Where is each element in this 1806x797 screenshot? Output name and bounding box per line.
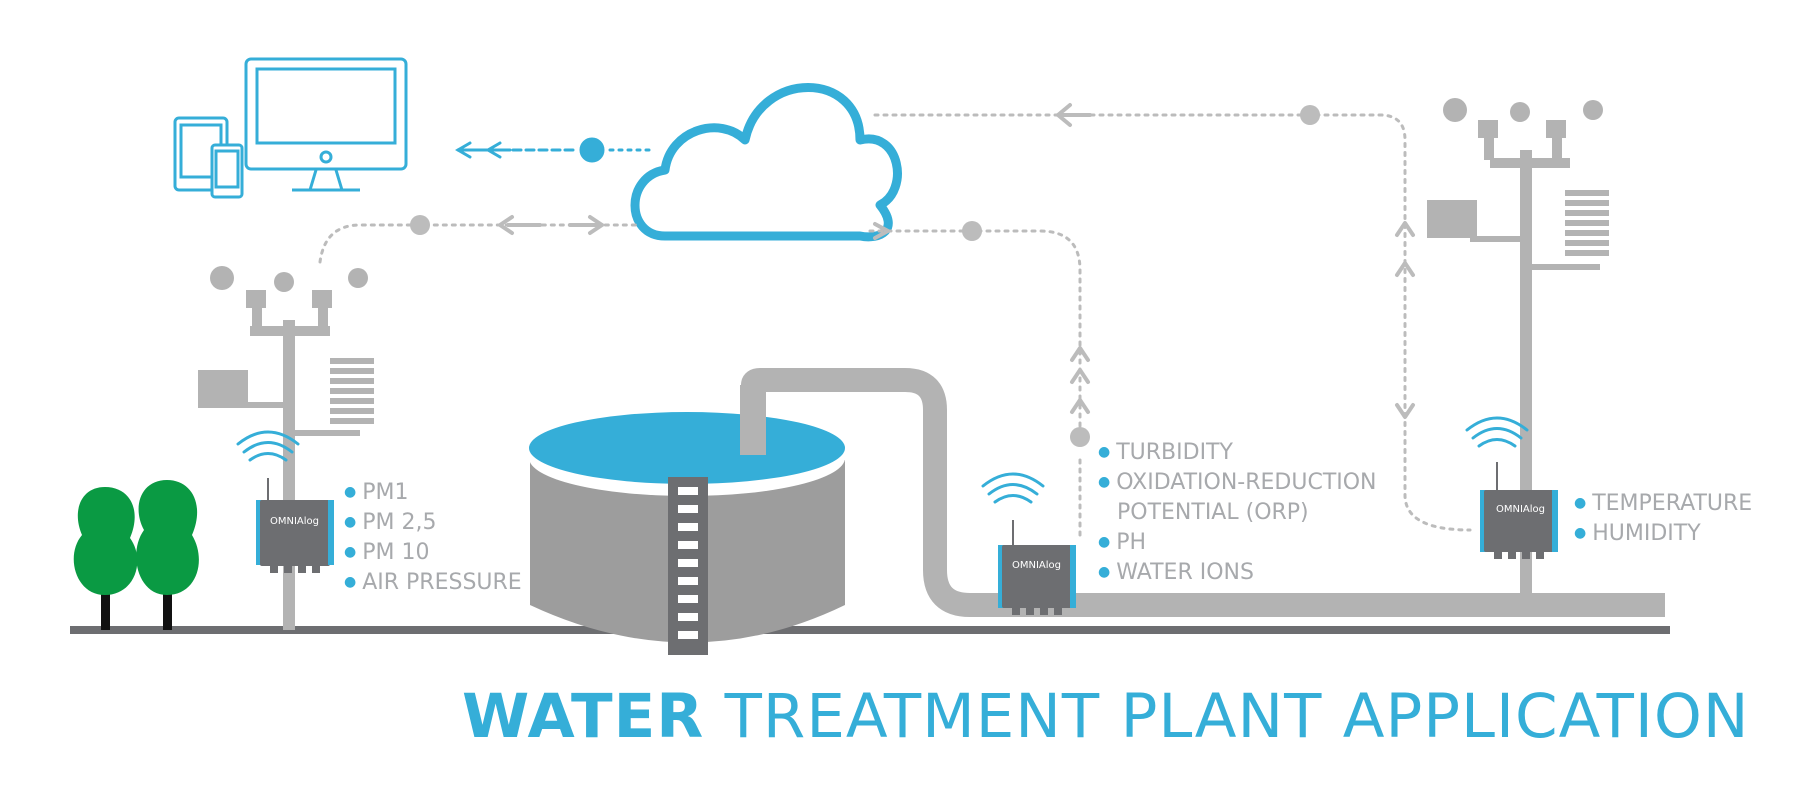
data-logger-icon xyxy=(998,520,1076,615)
sensor-item: ●PH xyxy=(1098,530,1147,555)
sensor-item: ●PM1 xyxy=(344,480,409,505)
wifi-icon xyxy=(236,430,300,462)
sensor-item: ●PM 10 xyxy=(344,540,430,565)
sensor-item: ●TURBIDITY xyxy=(1098,440,1233,465)
sensor-item: ●TEMPERATURE xyxy=(1574,491,1753,516)
sensor-list-water: ●TURBIDITY ●OXIDATION-REDUCTION POTENTIA… xyxy=(1098,442,1377,584)
tree-icon xyxy=(73,487,138,630)
data-logger-icon xyxy=(256,478,334,573)
sensor-list-air: ●PM1 ●PM 2,5 ●PM 10 ●AIR PRESSURE xyxy=(344,482,522,594)
device-brand-label: OMNIAlog xyxy=(1012,560,1061,571)
water-pipe xyxy=(741,368,1665,617)
data-flow-arrow xyxy=(455,137,652,163)
title-rest: TREATMENT PLANT APPLICATION xyxy=(724,681,1750,752)
wifi-icon xyxy=(981,472,1045,504)
title-bold: WATER xyxy=(462,681,705,752)
data-logger-icon xyxy=(1480,462,1558,559)
sensor-item: POTENTIAL (ORP) xyxy=(1117,500,1309,525)
monitor-icon xyxy=(244,57,408,192)
sensor-list-weather: ●TEMPERATURE ●HUMIDITY xyxy=(1574,493,1752,545)
phone-icon xyxy=(210,143,244,199)
device-brand-label: OMNIAlog xyxy=(270,516,319,527)
data-flow-node xyxy=(410,105,1320,447)
sensor-item: ●WATER IONS xyxy=(1098,560,1254,585)
tree-icon xyxy=(136,480,199,630)
wifi-icon xyxy=(1465,416,1529,448)
cloud-icon xyxy=(630,83,902,242)
sensor-item: ●PM 2,5 xyxy=(344,510,437,535)
data-flow-path xyxy=(318,113,1472,542)
sensor-item: ●AIR PRESSURE xyxy=(344,570,522,595)
ground-line xyxy=(70,626,1670,634)
page-title: WATER TREATMENT PLANT APPLICATION xyxy=(462,686,1750,747)
sensor-item: ●HUMIDITY xyxy=(1574,521,1701,546)
device-brand-label: OMNIAlog xyxy=(1496,504,1545,515)
sensor-item: ●OXIDATION-REDUCTION xyxy=(1098,470,1377,495)
weather-station-icon xyxy=(198,266,374,630)
water-tank-icon xyxy=(529,385,845,655)
data-flow-arrowhead xyxy=(498,103,1415,419)
